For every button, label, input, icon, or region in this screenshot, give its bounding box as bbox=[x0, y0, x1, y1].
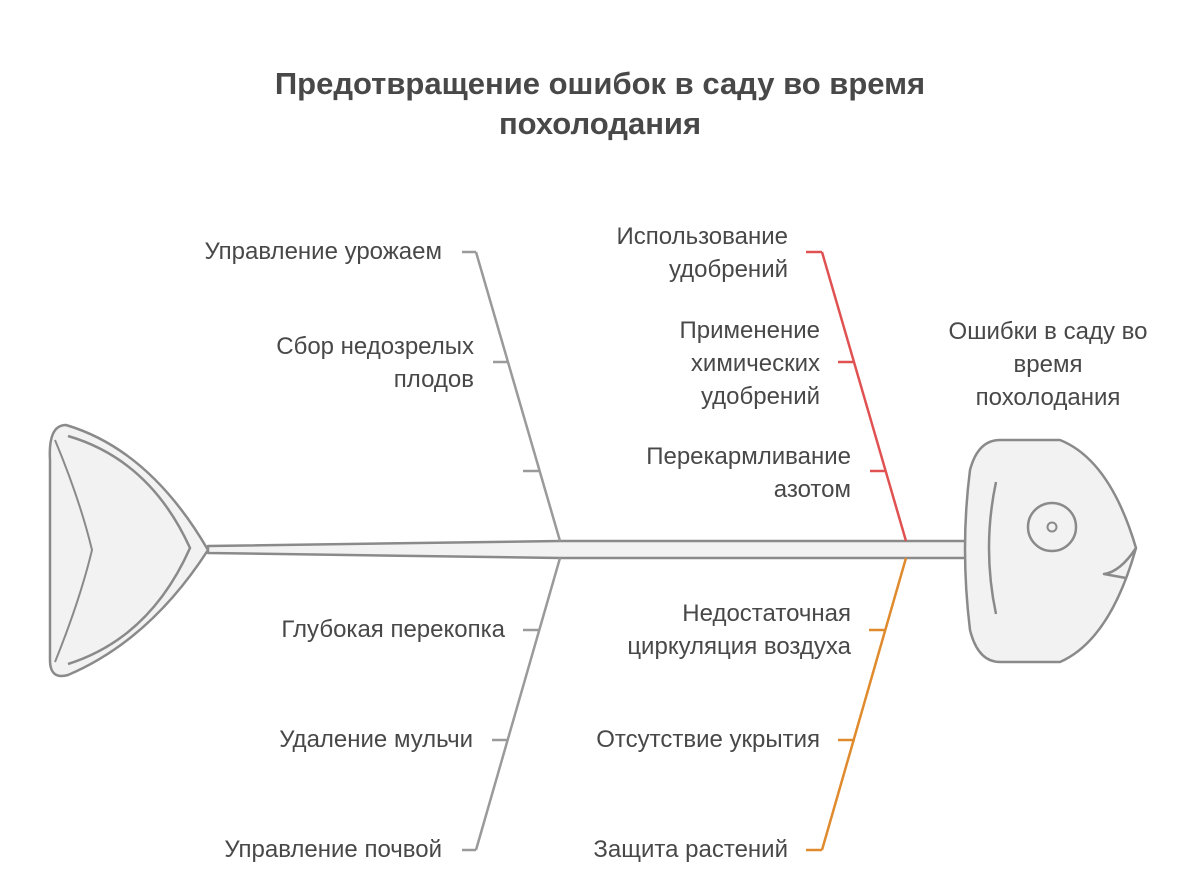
head-label: Ошибки в саду во время похолодания bbox=[928, 315, 1168, 414]
fish-eye bbox=[1026, 501, 1078, 553]
fish-tail bbox=[48, 423, 210, 678]
head-label-line-2: время bbox=[1013, 351, 1083, 378]
fish-tail-inner-curve bbox=[67, 434, 192, 666]
label-lower-right-1: Недостаточная циркуляция воздуха bbox=[627, 597, 851, 663]
fish-pupil bbox=[1046, 521, 1058, 533]
fish-tail-notch bbox=[54, 439, 94, 663]
label-text: Глубокая перекопка bbox=[281, 616, 505, 643]
label-text: удобрений bbox=[668, 256, 788, 283]
label-text: Управление почвой bbox=[224, 836, 442, 863]
label-text: Отсутствие укрытия bbox=[596, 726, 820, 753]
label-upper-right-2: Применение химических удобрений bbox=[680, 314, 820, 413]
label-text: химических bbox=[690, 350, 820, 377]
branch-lower-left-bone bbox=[474, 557, 562, 851]
label-text: Защита растений bbox=[593, 836, 788, 863]
branch-lower-right bbox=[806, 557, 908, 852]
label-text: Применение bbox=[679, 317, 820, 344]
label-text: Сбор недозрелых bbox=[276, 333, 474, 360]
label-text: удобрений bbox=[700, 383, 820, 410]
label-lower-right-3: Защита растений bbox=[593, 833, 788, 866]
label-text: азотом bbox=[773, 476, 851, 503]
label-lower-right-2: Отсутствие укрытия bbox=[596, 723, 820, 756]
title-line-2: похолодания bbox=[498, 106, 702, 141]
branch-upper-left bbox=[462, 250, 562, 542]
label-upper-left-2: Сбор недозрелых плодов bbox=[276, 330, 474, 396]
label-text: Управление урожаем bbox=[204, 238, 443, 265]
diagram-title: Предотвращение ошибок в саду во время по… bbox=[200, 64, 1000, 144]
branch-upper-right-bone bbox=[820, 251, 908, 542]
branch-upper-left-bone bbox=[474, 251, 562, 542]
label-text: Недостаточная bbox=[682, 600, 851, 627]
branch-lower-right-bone bbox=[820, 557, 908, 851]
fish-spine bbox=[206, 539, 970, 560]
label-text: плодов bbox=[393, 366, 474, 393]
label-lower-left-3: Управление почвой bbox=[224, 833, 442, 866]
label-lower-left-2: Удаление мульчи bbox=[279, 723, 473, 756]
fish-mouth bbox=[1102, 547, 1138, 580]
fish-gill bbox=[987, 481, 998, 615]
label-text: Использование bbox=[616, 223, 789, 250]
branch-lower-left bbox=[462, 557, 562, 852]
label-text: Перекармливание bbox=[646, 443, 851, 470]
label-upper-left-1: Управление урожаем bbox=[205, 235, 443, 268]
label-lower-left-1: Глубокая перекопка bbox=[281, 613, 505, 646]
title-line-1: Предотвращение ошибок в саду во время bbox=[274, 66, 926, 101]
label-upper-right-1: Использование удобрений bbox=[617, 220, 789, 286]
label-text: циркуляция воздуха bbox=[627, 633, 851, 660]
branch-upper-right bbox=[806, 250, 908, 542]
label-upper-right-3: Перекармливание азотом bbox=[646, 440, 851, 506]
label-text: Удаление мульчи bbox=[279, 726, 473, 753]
head-label-line-1: Ошибки в саду во bbox=[948, 318, 1148, 345]
head-label-line-3: похолодания bbox=[975, 384, 1121, 411]
